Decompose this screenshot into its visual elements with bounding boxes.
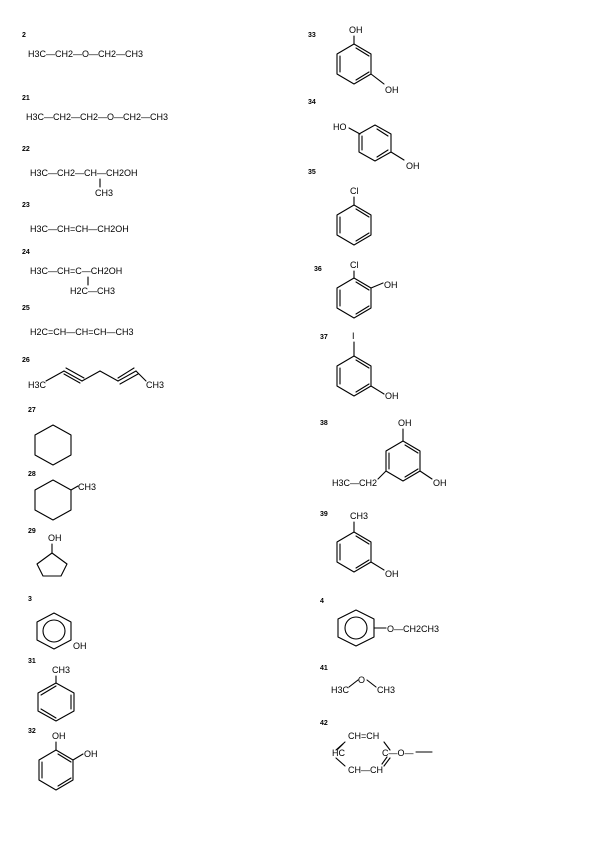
bond-42-tr <box>383 741 391 751</box>
ring-42-top: CH=CH <box>348 731 379 741</box>
substituent-38-c: H3C—CH2 <box>332 478 377 488</box>
bond-33-oh2 <box>370 73 385 85</box>
bond-38-ethyl <box>377 470 387 480</box>
bond-37-oh <box>370 385 385 395</box>
substituent-39-b: OH <box>385 569 399 579</box>
substituent-36-b: OH <box>384 280 398 290</box>
benzene-ring-3 <box>36 612 72 650</box>
ring-42-right: C—O— <box>382 748 414 758</box>
label-39: 39 <box>320 511 328 518</box>
label-24: 24 <box>22 249 30 256</box>
branch-24: H2C—CH3 <box>70 286 115 296</box>
bond-42-bl <box>335 757 346 767</box>
formula-25: H2C=CH—CH=CH—CH3 <box>30 327 134 337</box>
substituent-32-b: OH <box>84 749 98 759</box>
substituent-33-b: OH <box>385 85 399 95</box>
formula-2: H3C—CH2—O—CH2—CH3 <box>28 49 143 59</box>
methylcyclohexane-ring <box>34 479 72 521</box>
substituent-28: CH3 <box>78 482 96 492</box>
label-42: 42 <box>320 720 328 727</box>
bond-42-tl-d <box>337 743 344 750</box>
label-23: 23 <box>22 202 30 209</box>
label-27: 27 <box>28 407 36 414</box>
formula-21: H3C—CH2—CH2—O—CH2—CH3 <box>26 112 168 122</box>
benzene-ring-39 <box>336 531 372 573</box>
label-38: 38 <box>320 420 328 427</box>
label-2: 2 <box>22 32 26 39</box>
label-25: 25 <box>22 305 30 312</box>
substituent-34-b: OH <box>406 161 420 171</box>
cyclopentane-ring <box>36 552 68 577</box>
ring-42-left: HC <box>332 748 345 758</box>
formula-41-right: CH3 <box>377 685 395 695</box>
substituent-33-a: OH <box>349 25 363 35</box>
benzene-ring-31 <box>37 682 75 722</box>
substituent-37-b: OH <box>385 391 399 401</box>
bond-41-b <box>366 679 377 688</box>
substituent-38-a: OH <box>398 418 412 428</box>
substituent-31: CH3 <box>52 665 70 675</box>
label-4: 4 <box>320 598 324 605</box>
ring-42-bottom: CH—CH <box>348 765 383 775</box>
bond-36-oh <box>370 282 384 289</box>
bond-42-br <box>383 757 391 767</box>
formula-24: H3C—CH=C—CH2OH <box>30 266 122 276</box>
bond-41-a <box>348 679 359 688</box>
substituent-29: OH <box>48 533 62 543</box>
substituent-3: OH <box>73 641 87 651</box>
label-22: 22 <box>22 146 30 153</box>
label-33: 33 <box>308 32 316 39</box>
formula-23: H3C—CH=CH—CH2OH <box>30 224 129 234</box>
substituent-34-a: HO <box>333 122 347 132</box>
bond-32-oh2 <box>72 753 84 761</box>
substituent-39-a: CH3 <box>350 511 368 521</box>
formula-41-left: H3C <box>331 685 350 695</box>
chain-4: O—CH2CH3 <box>387 624 439 634</box>
bond-34-oh2 <box>390 151 405 161</box>
bond-28-methyl <box>70 485 79 491</box>
label-29: 29 <box>28 528 36 535</box>
substituent-36-a: Cl <box>350 260 359 270</box>
formula-26-left: H3C <box>28 380 47 390</box>
benzene-ring-33 <box>336 43 372 85</box>
benzene-ring-4 <box>337 609 375 647</box>
label-28: 28 <box>28 471 36 478</box>
substituent-38-b: OH <box>433 478 447 488</box>
label-34: 34 <box>308 99 316 106</box>
label-21: 21 <box>22 95 30 102</box>
benzene-ring-32 <box>38 749 74 791</box>
label-37: 37 <box>320 334 328 341</box>
formula-22: H3C—CH2—CH—CH2OH <box>30 168 138 178</box>
bond-39-oh <box>370 561 385 571</box>
label-32: 32 <box>28 728 36 735</box>
bond-38-oh2 <box>419 470 433 480</box>
bond-34-oh1 <box>348 127 361 135</box>
branch-22: CH3 <box>95 188 113 198</box>
label-3: 3 <box>28 596 32 603</box>
formula-41-mid: O <box>358 675 365 685</box>
bond-42-br-d <box>381 756 388 765</box>
label-41: 41 <box>320 665 328 672</box>
benzene-ring-36 <box>336 277 372 319</box>
substituent-37-a: I <box>352 331 355 341</box>
formula-26-right: CH3 <box>146 380 164 390</box>
benzene-ring-35 <box>336 204 372 246</box>
label-35: 35 <box>308 169 316 176</box>
substituent-35: Cl <box>350 186 359 196</box>
cyclohexane-ring <box>34 424 72 466</box>
substituent-32-a: OH <box>52 731 66 741</box>
diyne-chain <box>45 367 147 385</box>
benzene-ring-37 <box>336 355 372 397</box>
label-31: 31 <box>28 658 36 665</box>
label-36: 36 <box>314 266 322 273</box>
benzene-ring-34 <box>358 124 392 162</box>
benzene-ring-38 <box>385 440 421 482</box>
label-26: 26 <box>22 357 30 364</box>
